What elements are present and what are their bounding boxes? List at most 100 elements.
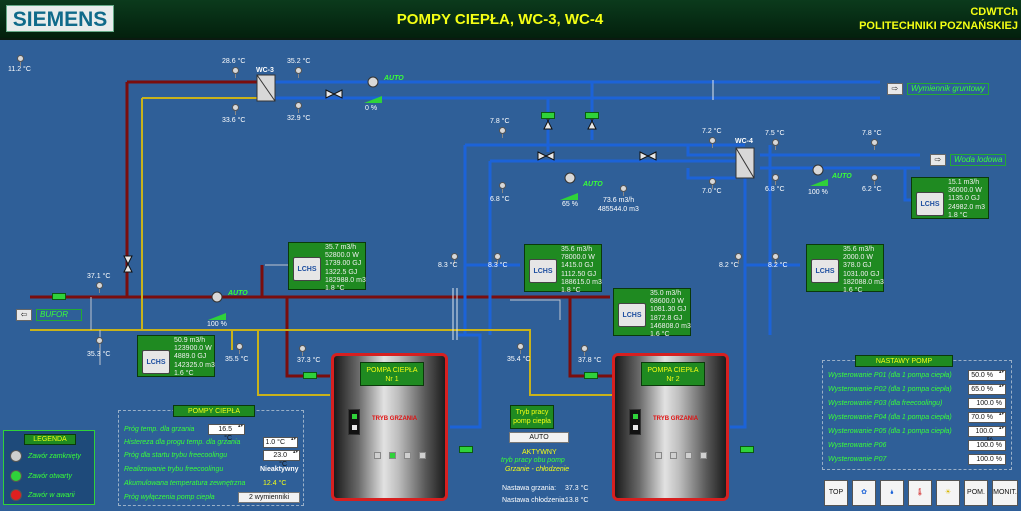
meter-face: LCHS [618,303,646,327]
header-bar: SIEMENS POMPY CIEPŁA, WC-3, WC-4 CDWTCh … [0,0,1021,40]
legend-title: LEGENDA [24,434,76,445]
valve-tag-a[interactable] [541,112,555,119]
flowmeter-icon [620,185,627,196]
circulation-pumps [211,76,824,303]
meter-face: LCHS [811,259,839,283]
heating-setpoint-value: 37.3 °C [565,485,589,492]
setpoint-p05-input[interactable]: 100.0 % [968,426,1006,444]
outlet-ice-water[interactable]: Woda lodowa [950,154,1007,166]
pump-mode-auto: AUTO [832,173,852,180]
setpoint-p02-input[interactable]: 65.0 % [968,384,1006,395]
setpoint-p06-value[interactable]: 100.0 % [968,440,1006,451]
mode-heat-cool: Grzanie - chłodzenie [505,466,570,473]
nav-monit-button[interactable]: MONIT. [992,480,1018,506]
organization-label: CDWTCh POLITECHNIKI POZNAŃSKIEJ [850,5,1018,33]
pipe-breaks [452,80,714,340]
temp-outdoor: 11.2 °C [8,66,31,73]
temp-bufor-out: 35.3 °C [87,351,111,358]
shutdown-threshold-button[interactable]: 2 wymienniki [238,492,300,503]
nav-light-icon[interactable]: ☀ [936,480,960,506]
freecooling-threshold-input[interactable]: 23.0 °C [263,450,300,468]
arrow-right-icon[interactable]: ⇨ [930,154,946,166]
setpoint-p03-value[interactable]: 100.0 % [968,398,1006,409]
pump-status-leds [374,446,434,464]
valve-tag-pump1[interactable] [303,372,317,379]
setpoint-label: Wysterowanie P07 [828,456,887,463]
arrow-right-icon[interactable]: ⇨ [887,83,903,95]
pump-switch-icon[interactable] [629,409,641,435]
meter-face: LCHS [142,350,170,374]
temp-mid-top: 7.8 °C [490,118,510,125]
heat-exchanger-wc3-icon [256,74,276,102]
nav-water-icon[interactable]: 🌢 [880,480,904,506]
setpoint-p04-input[interactable]: 70.0 % [968,412,1006,423]
thermometer-icon [772,253,779,264]
temp-pump2-in: 35.4 °C [507,356,531,363]
meter-face: LCHS [529,259,557,283]
setpoint-p01-input[interactable]: 50.0 % [968,370,1006,381]
thermometer-icon [871,139,878,150]
valve-tag-bufor[interactable] [52,293,66,300]
setting-label: Realizowanie trybu freecoolingu [124,466,224,473]
wc4-label: WC-4 [735,138,753,145]
mode-auto-button[interactable]: AUTO [509,432,569,443]
valve-tag-b[interactable] [585,112,599,119]
thermometer-icon [96,337,103,348]
thermometer-icon [96,282,103,293]
valve-tag-pump2[interactable] [584,372,598,379]
mode-description: tryb pracy obu pomp [501,457,565,464]
thermometer-icon [772,139,779,150]
legend-failure: Zawór w awarii [28,492,75,499]
temp-pump1-in: 35.5 °C [225,356,249,363]
cooling-setpoint-label: Nastawa chłodzenia: [502,497,567,504]
heat-exchanger-wc4-icon [735,147,755,179]
org-line-1: CDWTCh [970,6,1018,18]
thermometer-icon [295,102,302,113]
pump-mode-auto: AUTO [384,75,404,82]
temp-pump2-out: 37.8 °C [578,357,602,364]
hysteresis-input[interactable]: 1.0 °C [263,437,298,448]
thermometer-icon [236,343,243,354]
nav-top-button[interactable]: TOP [824,480,848,506]
wc3-label: WC-3 [256,67,274,74]
heating-threshold-input[interactable]: 16.5 °C [208,424,245,442]
valve-tag-pump1-cold[interactable] [459,446,473,453]
accumulated-temp: 12.4 °C [263,480,287,487]
temp-wc3-out-top: 35.2 °C [287,58,311,65]
thermometer-icon [581,345,588,356]
nav-pom-button[interactable]: POM. [964,480,988,506]
mid-volume-value: 485544.0 m3 [598,206,639,213]
temp-wc4-in-top: 7.2 °C [702,128,722,135]
temp-pump1-out: 37.3 °C [297,357,321,364]
setpoint-label: Wysterowanie P06 [828,442,887,449]
valve-tag-pump2-cold[interactable] [740,446,754,453]
thermometer-icon [494,253,501,264]
nav-settings-icon[interactable]: ✿ [852,480,876,506]
cooling-setpoint-value: 13.8 °C [565,497,589,504]
pump-switch-icon[interactable] [348,409,360,435]
valve-position-wedges [208,96,828,320]
outlet-ground[interactable]: Wymiennik gruntowy [907,83,989,95]
outlet-bufor[interactable]: BUFOR [36,309,82,321]
temp-wc3-in-bot: 33.6 °C [222,117,246,124]
setpoint-label: Wysterowanie P01 (dla 1 pompa ciepła) [828,372,952,379]
nav-thermometer-icon[interactable]: 🌡 [908,480,932,506]
setpoint-p07-value[interactable]: 100.0 % [968,454,1006,465]
setpoint-label: Wysterowanie P02 (dla 1 pompa ciepła) [828,386,952,393]
arrow-left-icon[interactable]: ⇦ [16,309,32,321]
